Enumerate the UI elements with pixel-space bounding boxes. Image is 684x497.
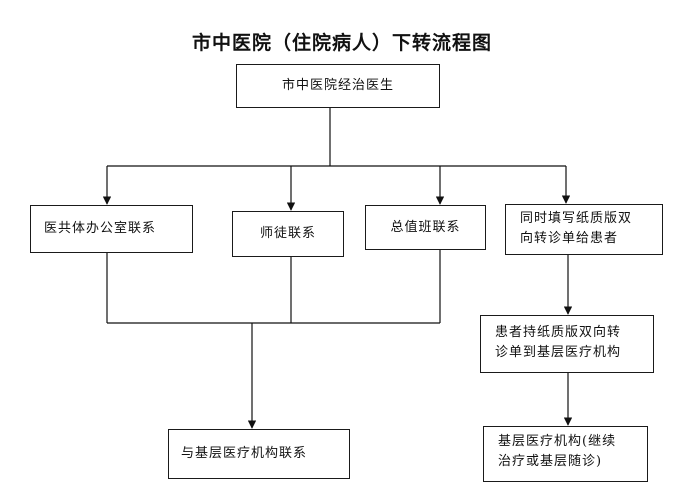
node-duty-contact: 总值班联系 <box>365 205 486 250</box>
node-primary-care-followup-line-1: 基层医疗机构(继续 <box>498 434 617 449</box>
diagram-title: 市中医院（住院病人）下转流程图 <box>191 32 492 54</box>
node-patient-to-primary-care-line-2: 诊单到基层医疗机构 <box>495 345 622 360</box>
node-attending-doctor-label: 市中医院经治医生 <box>281 78 394 93</box>
node-mentor-contact: 师徒联系 <box>232 211 344 257</box>
node-primary-care-followup-line-2: 治疗或基层随诊) <box>498 454 603 469</box>
node-mentor-contact-label: 师徒联系 <box>259 226 316 241</box>
node-fill-referral-form-line-2: 向转诊单给患者 <box>520 231 619 246</box>
node-office-contact: 医共体办公室联系 <box>30 205 193 253</box>
node-fill-referral-form-line-1: 同时填写纸质版双 <box>520 211 633 226</box>
node-patient-to-primary-care-line-1: 患者持纸质版双向转 <box>495 325 622 340</box>
node-attending-doctor: 市中医院经治医生 <box>236 64 440 108</box>
node-primary-care-followup: 基层医疗机构(继续 治疗或基层随诊) <box>483 426 648 482</box>
node-patient-to-primary-care: 患者持纸质版双向转 诊单到基层医疗机构 <box>480 315 654 373</box>
node-contact-primary-care: 与基层医疗机构联系 <box>168 429 350 479</box>
node-office-contact-label: 医共体办公室联系 <box>44 221 157 236</box>
node-fill-referral-form: 同时填写纸质版双 向转诊单给患者 <box>505 204 663 255</box>
node-duty-contact-label: 总值班联系 <box>390 219 461 235</box>
node-contact-primary-care-label: 与基层医疗机构联系 <box>181 446 308 461</box>
